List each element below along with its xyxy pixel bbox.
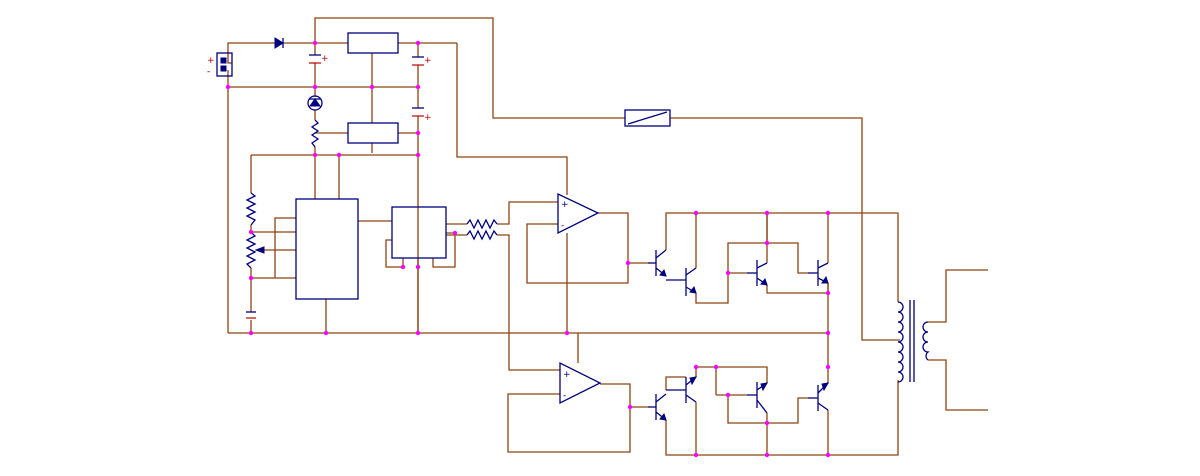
transistor-top-2 [666, 267, 697, 296]
opamp-top-plus: + [561, 200, 569, 210]
opamp-top-minus: - [561, 221, 564, 231]
transistor-top-1 [648, 249, 667, 277]
transistor-top-4 [808, 260, 829, 286]
output-transformer [897, 300, 930, 383]
connector-plus-label: + [207, 56, 215, 66]
transistor-bottom-3 [747, 382, 768, 414]
flip-flop-ic [391, 206, 447, 259]
opamp-bottom-minus: - [563, 391, 566, 401]
fuse [624, 109, 671, 127]
resistor-gate-b [466, 229, 498, 241]
timing-capacitor [246, 311, 256, 319]
resistor-zener [310, 119, 320, 148]
voltage-regulator-top [347, 32, 399, 54]
power-input-connector: + - [207, 52, 233, 77]
wires [227, 17, 988, 456]
opamp-bottom: + - [559, 361, 602, 405]
capacitor-right-bottom: + [412, 107, 432, 123]
resistor-gate-a [466, 218, 498, 230]
capacitor-right-top: + [412, 56, 432, 66]
transistor-top-3 [747, 260, 768, 286]
capacitor-right-top-polarity: + [424, 56, 432, 66]
zener-diode [307, 95, 323, 111]
capacitor-right-bottom-polarity: + [424, 113, 432, 123]
input-diode [274, 37, 284, 49]
transistor-bottom-2 [666, 376, 697, 403]
junction-dots [225, 40, 831, 458]
connector-minus-label: - [207, 67, 210, 77]
pwm-controller-ic [295, 198, 359, 300]
voltage-regulator-bottom [347, 122, 399, 144]
transistor-bottom-4 [808, 382, 829, 411]
opamp-top: + - [557, 192, 600, 235]
potentiometer [245, 231, 257, 269]
resistor-chain-top [245, 192, 257, 226]
opamp-bottom-plus: + [563, 370, 571, 380]
transistor-bottom-1 [648, 393, 667, 421]
capacitor-left-polarity: + [321, 54, 329, 64]
capacitor-left: + [309, 54, 329, 64]
potentiometer-wiper [254, 246, 265, 254]
